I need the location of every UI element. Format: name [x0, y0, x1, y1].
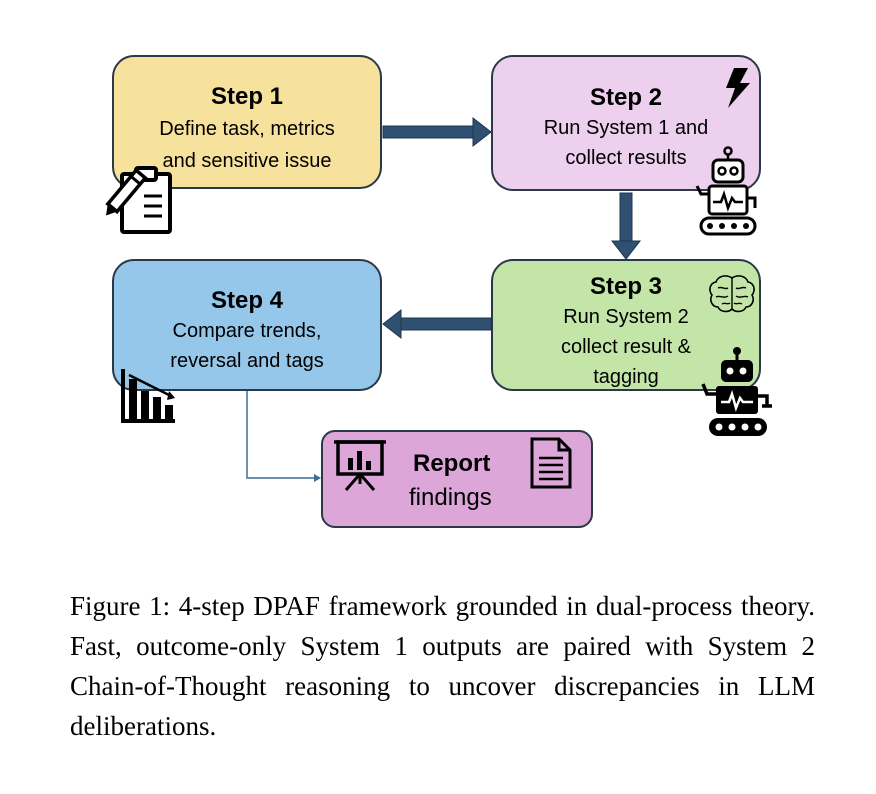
bar-chart-icon — [121, 369, 175, 423]
robot-icon — [701, 347, 772, 436]
step3-desc-line2: collect result & — [560, 336, 692, 358]
step2-desc-line2: collect results — [565, 147, 687, 169]
step4-title: Step 4 — [210, 287, 284, 314]
step1-box: Step 1 Define task, metrics and sensitiv… — [112, 55, 382, 189]
clipboard-pencil-icon — [105, 166, 172, 234]
document-icon — [530, 437, 572, 489]
step3-desc-line3: tagging — [593, 366, 659, 388]
report-desc: findings — [409, 484, 492, 511]
step3-box: Step 3 Run System 2 collect result & tag… — [491, 259, 761, 391]
brain-icon — [709, 275, 755, 313]
lightning-bolt-icon — [726, 68, 750, 108]
figure-caption: Figure 1: 4-step DPAF framework grounded… — [70, 591, 815, 741]
arrow-step1-to-step2 — [382, 116, 492, 148]
step1-desc-line1: Define task, metrics — [159, 118, 335, 140]
report-title: Report — [413, 450, 491, 477]
step1-title: Step 1 — [210, 83, 284, 110]
step4-desc-line1: Compare trends, — [172, 320, 322, 342]
arrow-step4-to-report — [246, 391, 321, 482]
step1-desc-line2: and sensitive issue — [162, 150, 332, 172]
step3-desc-line1: Run System 2 — [563, 306, 689, 328]
robot-icon — [695, 146, 757, 236]
step4-desc-line2: reversal and tags — [170, 350, 324, 372]
arrow-step2-to-step3 — [610, 192, 642, 260]
step3-title: Step 3 — [589, 273, 663, 300]
step4-box: Step 4 Compare trends, reversal and tags — [112, 259, 382, 391]
presentation-board-icon — [334, 440, 386, 491]
step2-title: Step 2 — [589, 84, 663, 111]
step2-desc-line1: Run System 1 and — [543, 117, 709, 139]
arrow-step3-to-step4 — [382, 308, 492, 340]
